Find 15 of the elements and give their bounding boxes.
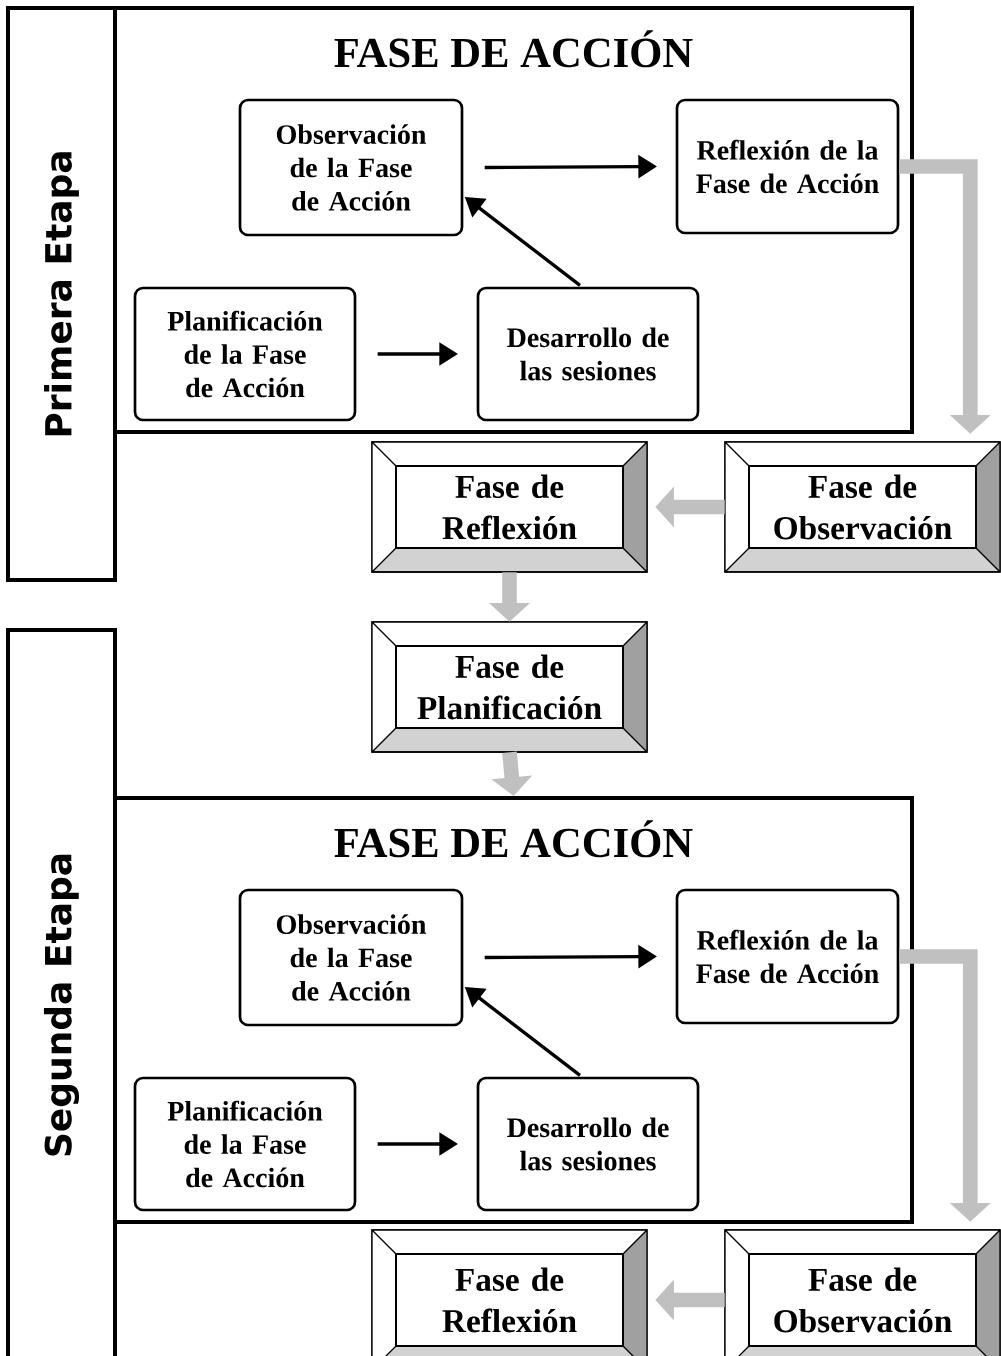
process-box: Desarrollo de las sesiones <box>476 1076 700 1212</box>
beveled-box: Fase de Observación <box>724 441 1001 573</box>
beveled-box: Fase de Planificación <box>371 621 648 753</box>
process-box: Reflexión de la Fase de Acción <box>675 98 900 235</box>
beveled-box: Fase de Reflexión <box>371 441 648 573</box>
stage-band: Primera Etapa <box>6 6 117 582</box>
process-box: Desarrollo de las sesiones <box>476 286 700 422</box>
stage-band: Segunda Etapa <box>6 628 117 1356</box>
beveled-box: Fase de Observación <box>724 1229 1001 1356</box>
process-box: Planificación de la Fase de Acción <box>133 286 357 422</box>
process-box: Planificación de la Fase de Acción <box>133 1076 357 1212</box>
process-box: Observación de la Fase de Acción <box>238 98 464 237</box>
process-box: Reflexión de la Fase de Acción <box>675 888 900 1025</box>
beveled-box: Fase de Reflexión <box>371 1229 648 1356</box>
process-box: Observación de la Fase de Acción <box>238 888 464 1027</box>
